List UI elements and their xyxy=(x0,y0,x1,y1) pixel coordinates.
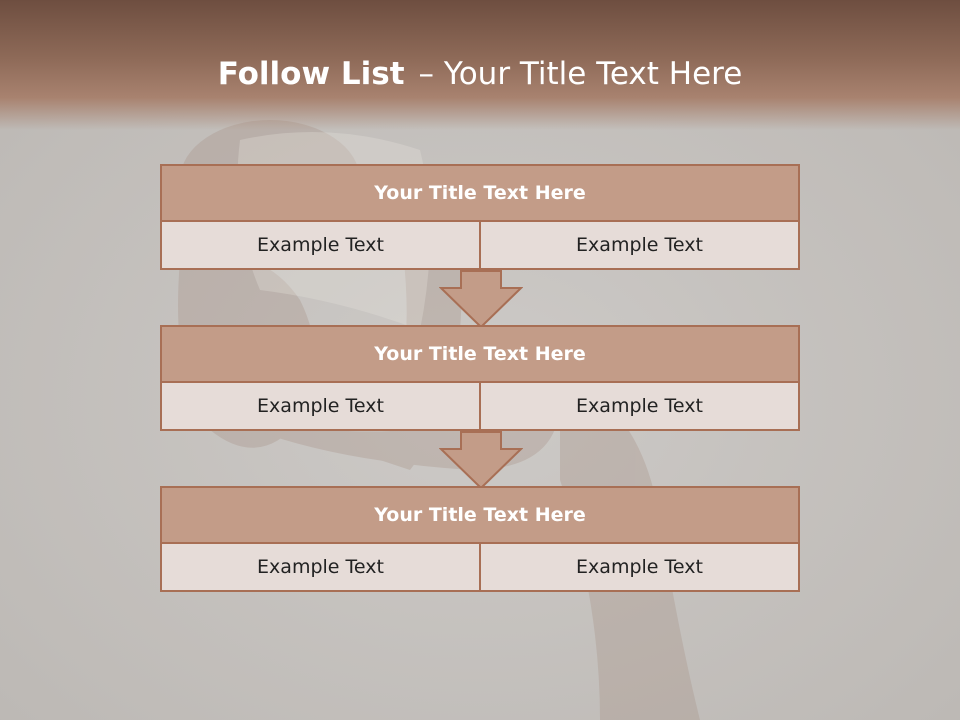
block-row: Example Text Example Text xyxy=(162,383,798,429)
block-title: Your Title Text Here xyxy=(162,488,798,544)
list-block-2: Your Title Text Here Example Text Exampl… xyxy=(160,325,800,431)
slide-title-bold: Follow List xyxy=(217,56,405,92)
list-block-3: Your Title Text Here Example Text Exampl… xyxy=(160,486,800,592)
slide-title-rest: – Your Title Text Here xyxy=(418,56,743,92)
block-cell-left: Example Text xyxy=(162,383,481,429)
block-title: Your Title Text Here xyxy=(162,327,798,383)
block-title: Your Title Text Here xyxy=(162,166,798,222)
block-row: Example Text Example Text xyxy=(162,544,798,590)
down-arrow-icon xyxy=(439,431,523,489)
block-cell-right: Example Text xyxy=(481,222,798,268)
block-row: Example Text Example Text xyxy=(162,222,798,268)
header-band xyxy=(0,0,960,130)
list-block-1: Your Title Text Here Example Text Exampl… xyxy=(160,164,800,270)
down-arrow-icon xyxy=(439,270,523,328)
block-cell-left: Example Text xyxy=(162,222,481,268)
block-cell-left: Example Text xyxy=(162,544,481,590)
block-cell-right: Example Text xyxy=(481,383,798,429)
slide-title: Follow List – Your Title Text Here xyxy=(0,56,960,92)
block-cell-right: Example Text xyxy=(481,544,798,590)
